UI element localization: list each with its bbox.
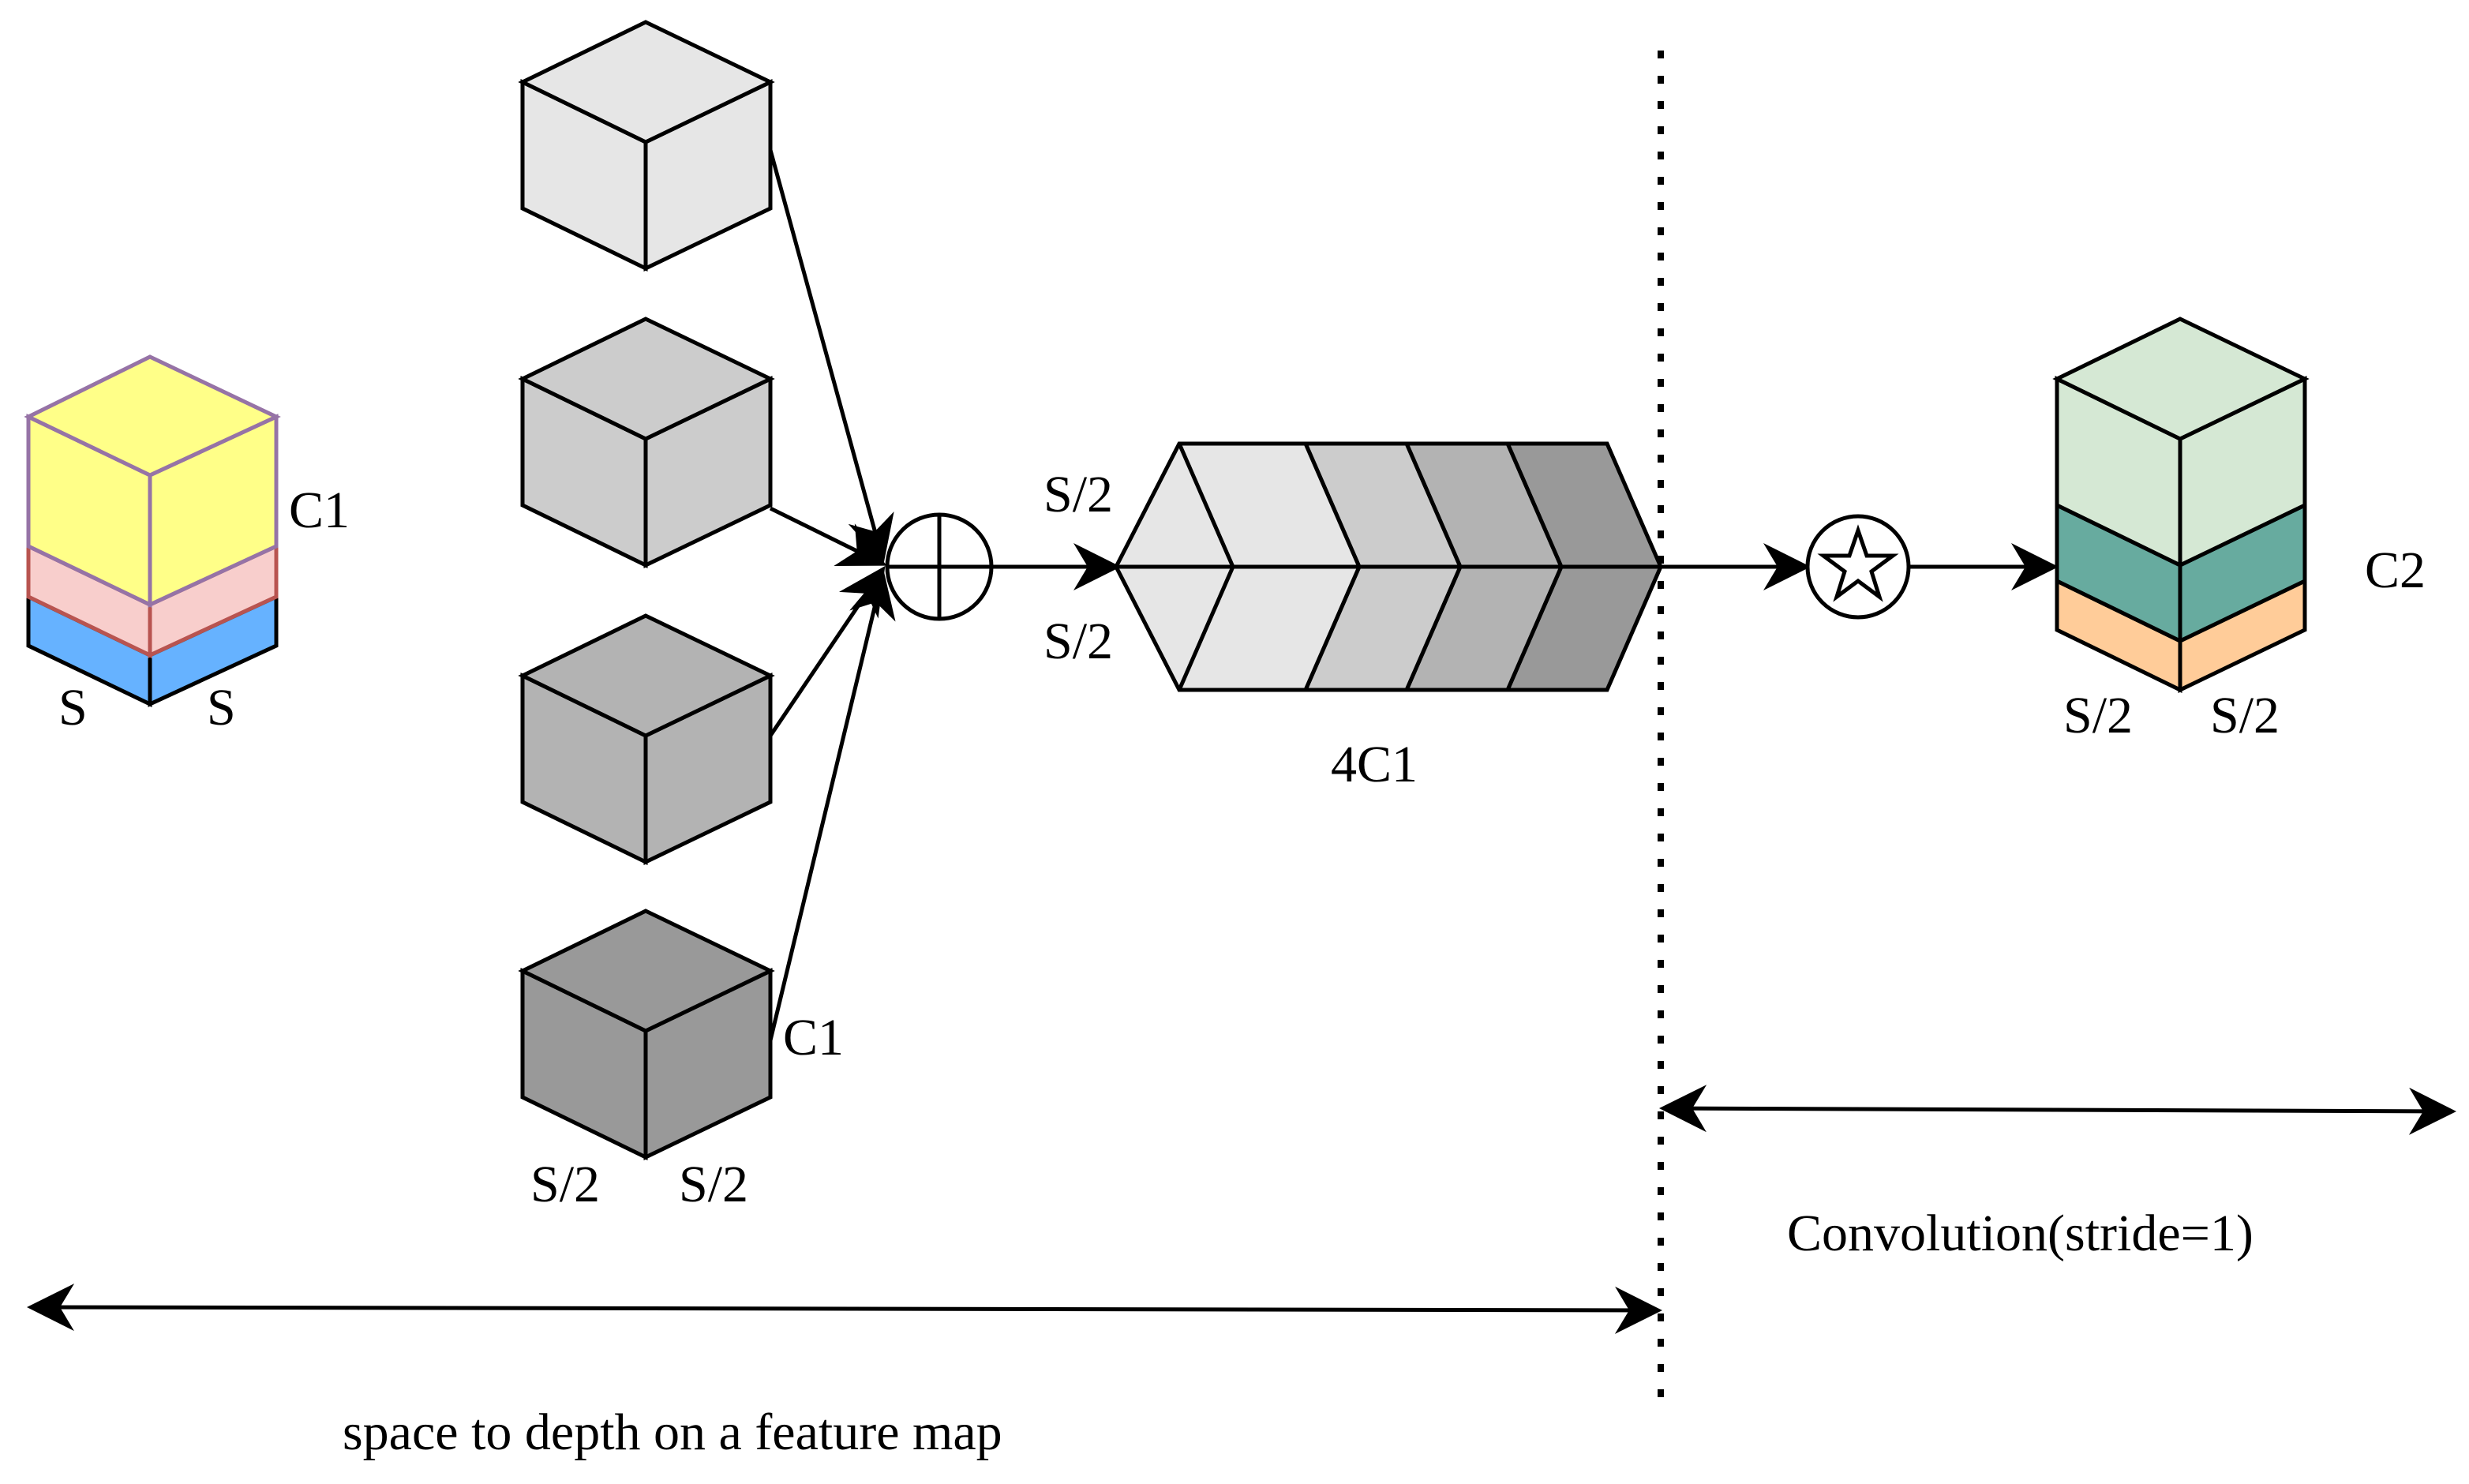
output-height-label: S/2 (2210, 687, 2280, 744)
concat-operator (885, 512, 994, 621)
slice-cube-3 (518, 613, 775, 865)
input-height-label: S (207, 679, 236, 736)
slice-height-label: S/2 (679, 1156, 748, 1213)
input-top-face (24, 354, 281, 478)
slice-to-concat-arrows (768, 149, 896, 1041)
slice-4-top (518, 909, 775, 1033)
convolution-caption: Convolution(stride=1) (1787, 1205, 2254, 1262)
slice-cube-4 (518, 909, 775, 1160)
output-channels-label: C2 (2365, 542, 2426, 599)
slice-cube-1 (518, 20, 775, 272)
concatenated-tensor (1114, 441, 1663, 692)
output-top-face (2052, 317, 2310, 441)
arrow-slice-2 (769, 506, 887, 567)
space-to-depth-span-arrow (27, 1284, 1662, 1334)
concat-height-label: S/2 (1043, 466, 1113, 523)
slice-2-top (518, 317, 775, 441)
slice-3-top (518, 613, 775, 738)
arrow-slice-4 (768, 570, 896, 1041)
input-feature-map (24, 354, 281, 707)
slice-1-top (518, 20, 775, 144)
slice-channels-label: C1 (783, 1009, 844, 1066)
input-width-label: S (58, 679, 88, 736)
conv-operator (1805, 514, 1911, 620)
output-feature-map (2052, 317, 2310, 693)
output-width-label: S/2 (2063, 687, 2133, 744)
input-channels-label: C1 (289, 482, 350, 539)
slice-width-label: S/2 (530, 1156, 600, 1213)
concat-channels-label: 4C1 (1331, 736, 1418, 793)
space-to-depth-caption: space to depth on a feature map (343, 1403, 1002, 1461)
star-icon (1817, 524, 1899, 602)
arrow-slice-1 (768, 149, 894, 564)
concat-width-label: S/2 (1043, 613, 1113, 670)
slice-cube-2 (518, 317, 775, 568)
convolution-span-arrow (1659, 1085, 2456, 1135)
